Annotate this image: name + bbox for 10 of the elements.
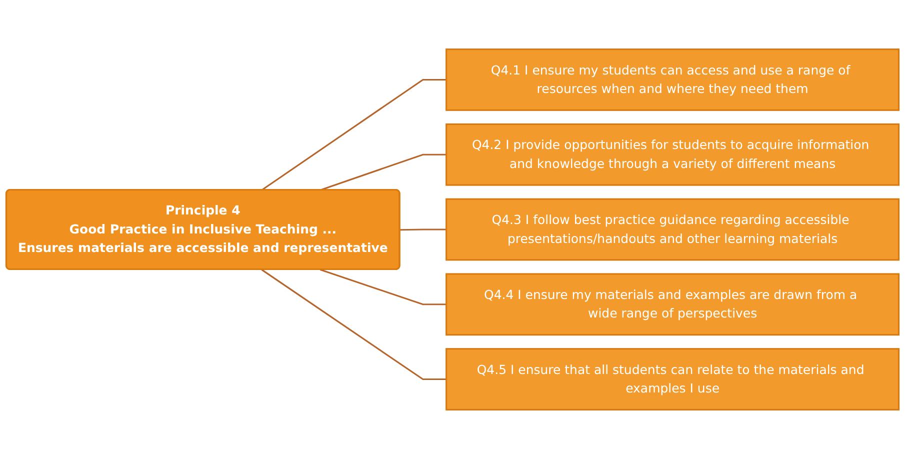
connector (320, 268, 446, 306)
node-box: Q4.2 I provide opportunities for students to acquire information and knowledge through a variety of different means (446, 123, 900, 186)
connector (261, 78, 446, 191)
connector (320, 154, 446, 191)
connector (400, 228, 446, 231)
node-box: Q4.1 I ensure my students can access and use a range of resources when and where they need them (446, 48, 900, 111)
connector (261, 269, 446, 380)
node-box: Q4.5 I ensure that all students can relate to the materials and examples I use (446, 348, 900, 410)
node-box: Q4.3 I follow best practice guidance regarding accessible presentations/handouts and other learning materials (446, 198, 900, 261)
node-box: Q4.4 I ensure my materials and examples are drawn from a wide range of perspectives (446, 273, 900, 336)
